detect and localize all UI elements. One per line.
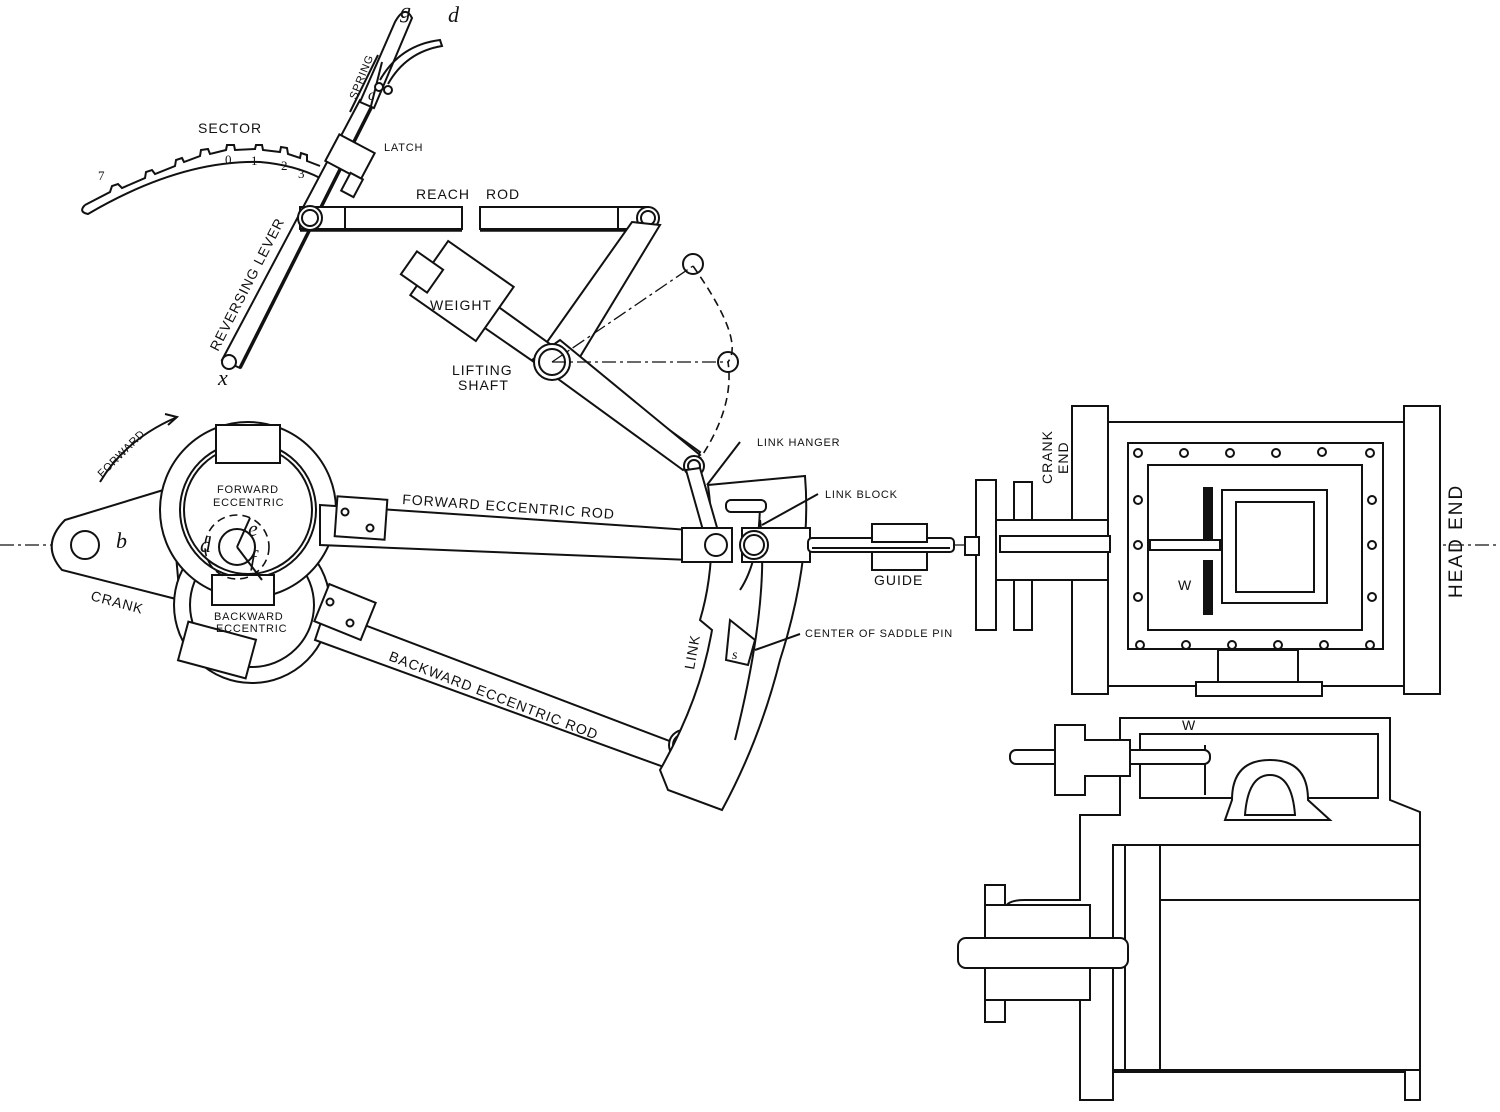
sector-label: SECTOR <box>198 120 262 136</box>
forward-eccentric-label-1: FORWARD <box>217 484 279 496</box>
sector: SECTOR 7 0 1 2 3 <box>81 120 321 216</box>
reach-rod-label-2: ROD <box>486 186 520 202</box>
letter-d: d <box>200 532 212 557</box>
letter-c: c <box>368 87 375 104</box>
forward-eccentric-label-2: ECCENTRIC <box>213 497 284 509</box>
letter-g: g <box>400 0 411 23</box>
valve-w-section-label: W <box>1182 717 1196 733</box>
forward-direction-arrow: FORWARD <box>96 413 180 483</box>
link-label: LINK <box>681 633 703 670</box>
backward-eccentric-rod: BACKWARD ECCENTRIC ROD <box>313 582 700 772</box>
letter-f: f <box>250 546 259 571</box>
guide: GUIDE <box>871 523 928 588</box>
notch-2: 2 <box>281 158 288 173</box>
notch-7: 7 <box>98 168 105 183</box>
forward-label: FORWARD <box>96 428 148 480</box>
letter-x: x <box>217 365 228 390</box>
letter-s: s <box>732 648 738 663</box>
bolt-holes <box>1133 447 1377 650</box>
letter-d-handle: d <box>448 2 460 27</box>
center-of-saddle-pin-label: CENTER OF SADDLE PIN <box>805 628 953 640</box>
lifting-shaft-assembly: WEIGHT LIFTING SHAFT <box>399 220 739 477</box>
backward-eccentric-rod-label: BACKWARD ECCENTRIC ROD <box>387 648 601 743</box>
steam-chest-plan-view: W CRANK END HEAD END <box>964 405 1467 697</box>
reach-rod-label-1: REACH <box>416 186 470 202</box>
backward-eccentric-label-1: BACKWARD <box>214 611 284 623</box>
link: s LINK LINK HANGER LINK BLOCK CENTER OF … <box>658 437 955 812</box>
crank-end-label-2: END <box>1055 441 1071 474</box>
crank-end-label-1: CRANK <box>1039 430 1055 484</box>
cylinder-section-view: W <box>957 717 1421 1101</box>
lifting-shaft-label-1: LIFTING <box>452 362 513 378</box>
lifting-shaft-label-2: SHAFT <box>458 377 509 393</box>
valve-w-plan-label: W <box>1178 577 1192 593</box>
latch-label: LATCH <box>384 142 423 154</box>
link-block-label: LINK BLOCK <box>825 489 898 501</box>
notch-1: 1 <box>251 153 258 168</box>
letter-b: b <box>116 528 127 553</box>
weight-label: WEIGHT <box>430 297 492 313</box>
forward-eccentric-rod: FORWARD ECCENTRIC ROD <box>319 491 691 562</box>
forward-eccentric: FORWARD ECCENTRIC d e f <box>159 421 337 606</box>
backward-eccentric-label-2: ECCENTRIC <box>216 623 287 635</box>
notch-3: 3 <box>298 166 305 181</box>
head-end-label: HEAD END <box>1446 484 1467 598</box>
notch-0: 0 <box>225 152 232 167</box>
link-hanger-label: LINK HANGER <box>757 437 840 449</box>
guide-label: GUIDE <box>874 572 923 588</box>
crank-label: CRANK <box>89 587 145 616</box>
letter-e: e <box>248 516 258 541</box>
